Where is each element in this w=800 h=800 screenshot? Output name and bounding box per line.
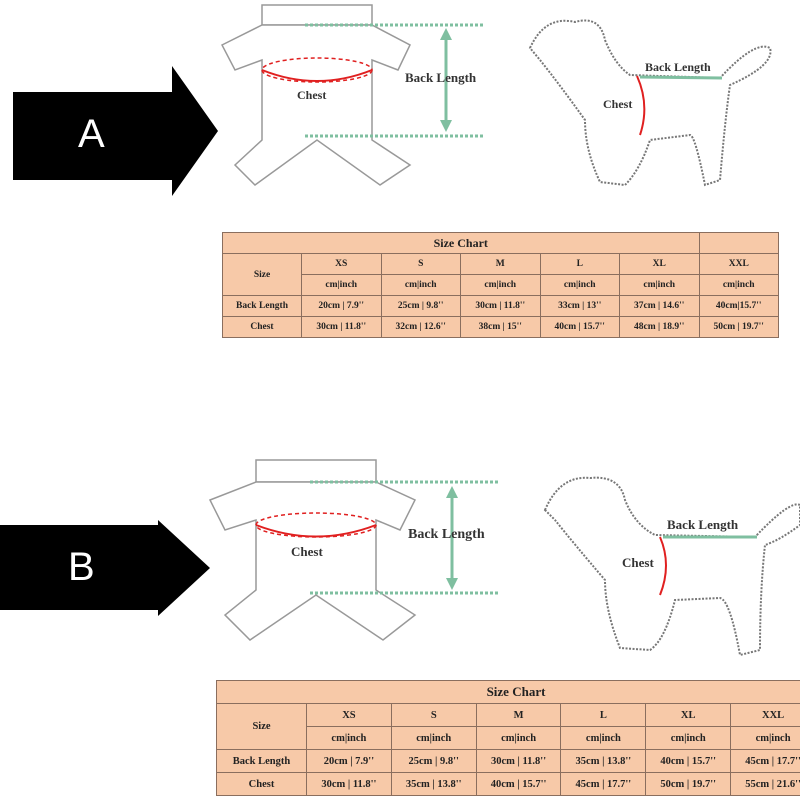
value-cell: 33cm | 13'' (539, 295, 620, 317)
value-cell: 40cm | 15.7'' (475, 772, 562, 796)
row-header-size: Size (216, 703, 307, 750)
row-label: Chest (216, 772, 307, 796)
panel-label-a: A (78, 112, 105, 156)
garment-chest-label-a: Chest (297, 88, 327, 102)
row-label: Back Length (216, 749, 307, 773)
size-header: L (539, 253, 620, 275)
value-cell: 30cm | 11.8'' (306, 772, 392, 796)
value-cell: 35cm | 13.8'' (390, 772, 477, 796)
value-cell: 40cm|15.7'' (698, 295, 779, 317)
size-header: XXL (730, 703, 800, 727)
unit-cell: cm|inch (460, 274, 541, 296)
dog-diagram-b (543, 476, 800, 657)
unit-cell: cm|inch (539, 274, 620, 296)
size-header: S (380, 253, 461, 275)
unit-cell: cm|inch (619, 274, 700, 296)
garment-diagram-a (220, 4, 485, 186)
arrow-b (0, 520, 210, 616)
garment-chest-label-b: Chest (291, 544, 323, 559)
value-cell: 25cm | 9.8'' (390, 749, 477, 773)
value-cell: 32cm | 12.6'' (380, 316, 461, 338)
row-label: Chest (222, 316, 302, 338)
unit-cell: cm|inch (306, 726, 392, 750)
table-row-back-length: Back Length 20cm | 7.9''25cm | 9.8''30cm… (222, 295, 779, 317)
unit-cell: cm|inch (730, 726, 800, 750)
arrow-a (13, 66, 218, 196)
size-header: XL (619, 253, 700, 275)
row-label: Back Length (222, 295, 302, 317)
value-cell: 50cm | 19.7'' (698, 316, 779, 338)
value-cell: 40cm | 15.7'' (539, 316, 620, 338)
size-header: XXL (698, 253, 779, 275)
size-header: M (475, 703, 562, 727)
unit-cell: cm|inch (301, 274, 382, 296)
garment-back-length-label-b: Back Length (408, 527, 485, 542)
size-header: L (560, 703, 647, 727)
unit-cell: cm|inch (380, 274, 461, 296)
garment-diagram-b (208, 459, 500, 641)
value-cell: 30cm | 11.8'' (475, 749, 562, 773)
value-cell: 30cm | 11.8'' (460, 295, 541, 317)
size-header: XS (306, 703, 392, 727)
value-cell: 25cm | 9.8'' (380, 295, 461, 317)
panel-label-b: B (68, 545, 95, 589)
size-header: M (460, 253, 541, 275)
value-cell: 48cm | 18.9'' (619, 316, 700, 338)
unit-cell: cm|inch (645, 726, 732, 750)
unit-cell: cm|inch (698, 274, 779, 296)
empty-cell (698, 232, 779, 254)
value-cell: 45cm | 17.7'' (730, 749, 800, 773)
value-cell: 20cm | 7.9'' (301, 295, 382, 317)
value-cell: 20cm | 7.9'' (306, 749, 392, 773)
table-row-chest: Chest 30cm | 11.8''32cm | 12.6''38cm | 1… (222, 316, 779, 338)
dog-chest-label-b: Chest (622, 555, 654, 570)
size-header: XL (645, 703, 732, 727)
value-cell: 38cm | 15'' (460, 316, 541, 338)
value-cell: 37cm | 14.6'' (619, 295, 700, 317)
value-cell: 50cm | 19.7'' (645, 772, 732, 796)
table-title: Size Chart (222, 232, 700, 254)
unit-cell: cm|inch (390, 726, 477, 750)
table-title: Size Chart (216, 680, 800, 704)
garment-back-length-label-a: Back Length (405, 70, 477, 85)
value-cell: 45cm | 17.7'' (560, 772, 647, 796)
table-row-back-length: Back Length 20cm | 7.9''25cm | 9.8''30cm… (216, 749, 800, 773)
unit-cell: cm|inch (475, 726, 562, 750)
dog-chest-label-a: Chest (603, 97, 633, 111)
row-header-size: Size (222, 253, 302, 296)
value-cell: 30cm | 11.8'' (301, 316, 382, 338)
size-header: S (390, 703, 477, 727)
dog-back-length-label-a: Back Length (645, 60, 711, 74)
dog-diagram-a (528, 19, 772, 187)
size-header: XS (301, 253, 382, 275)
value-cell: 40cm | 15.7'' (645, 749, 732, 773)
unit-cell: cm|inch (560, 726, 647, 750)
value-cell: 55cm | 21.6'' (730, 772, 800, 796)
table-row-chest: Chest 30cm | 11.8''35cm | 13.8''40cm | 1… (216, 772, 800, 796)
value-cell: 35cm | 13.8'' (560, 749, 647, 773)
dog-back-length-label-b: Back Length (667, 517, 739, 532)
